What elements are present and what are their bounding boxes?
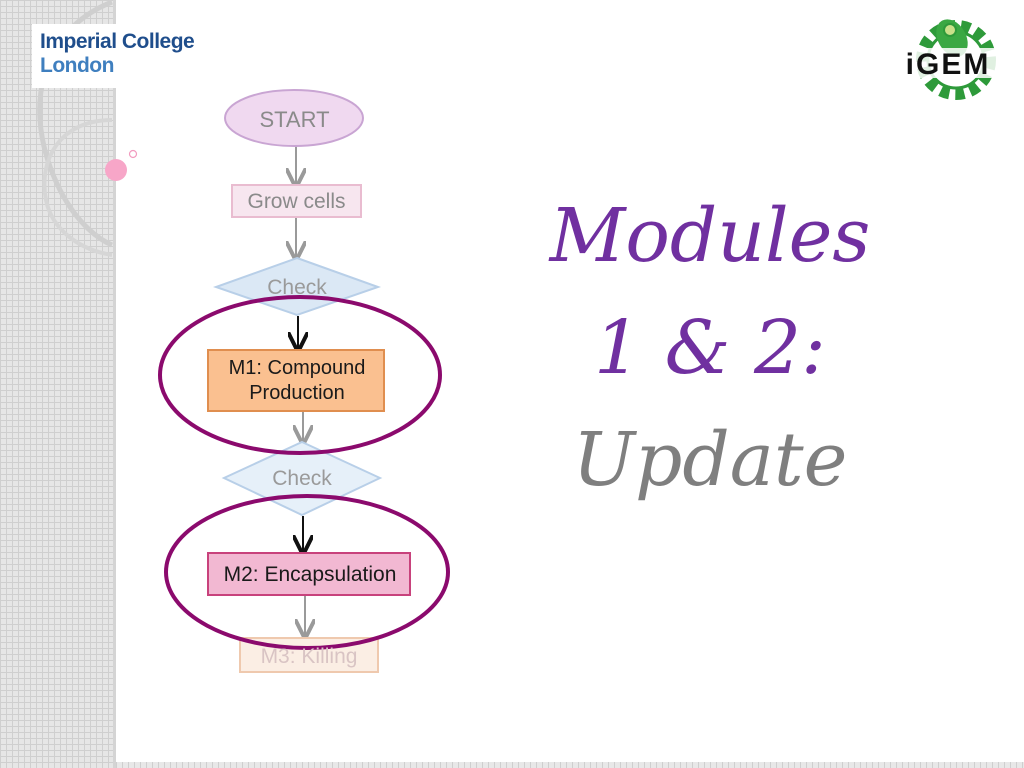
imperial-college-logo: Imperial College London [32,24,200,88]
flowchart [158,89,450,673]
check2-node [221,440,383,517]
check2-label: Check [272,467,332,490]
highlight-ellipse-m1 [158,295,442,455]
m1-node [207,349,385,412]
pink-dot [105,159,127,181]
igem-logo: iGEM [886,19,1010,100]
m3-label: M3: Killing [260,645,358,668]
m1-label: M1: Compound Production [228,357,366,404]
igem-wordmark: iGEM [906,48,991,81]
bottom-strip [116,762,1024,768]
virus-icon [943,23,957,37]
title-line-2: 1 & 2: [593,305,826,391]
m2-node [207,552,411,596]
sidebar-edge [113,0,116,768]
logo-line-2: London [40,54,114,77]
grow-cells-label: Grow cells [247,190,346,213]
sidebar-pattern [0,0,113,768]
slide-title: Modules 1 & 2: Update [540,180,880,516]
start-label: START [259,107,330,132]
start-node [224,89,364,147]
arc-inner [42,118,113,257]
highlight-ellipse-m2 [164,494,450,650]
grow-cells-node [231,184,362,218]
logo-line-1: Imperial College [40,30,195,53]
m2-label: M2: Encapsulation [223,563,397,586]
check1-label: Check [267,276,327,299]
pink-ring [128,149,138,159]
title-line-1: Modules [549,193,871,279]
title-line-3: Update [572,417,848,503]
